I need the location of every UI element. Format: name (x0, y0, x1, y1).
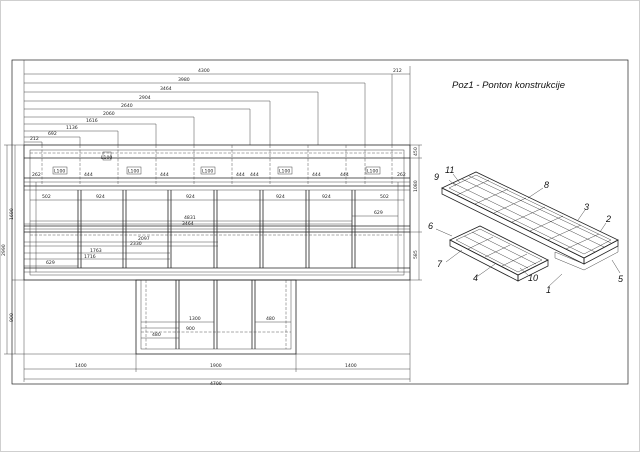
callout-8: 8 (544, 180, 549, 190)
dim-924-3: 924 (276, 194, 285, 200)
dim-1400-right: 1400 (345, 363, 357, 369)
dim-3464: 3464 (160, 86, 172, 92)
dim-900-lower: 900 (186, 326, 195, 332)
callout-6: 6 (428, 221, 433, 231)
middle-dims: 4831 629 3464 2097 2330 1763 1716 629 (24, 210, 398, 267)
dim-2990: 2990 (1, 244, 7, 256)
dim-3464-mid: 3464 (182, 221, 194, 227)
callout-3: 3 (584, 202, 589, 212)
dim-3980: 3980 (178, 77, 190, 83)
callout-1: 1 (546, 285, 551, 295)
dim-444-2: 444 (160, 172, 169, 178)
dim-444-1: 444 (84, 172, 93, 178)
dim-1136: 1136 (66, 125, 78, 131)
dim-2904: 2904 (139, 95, 151, 101)
dim-2640: 2640 (121, 103, 133, 109)
dim-1616: 1616 (86, 118, 98, 124)
dim-444-6: 444 (340, 172, 349, 178)
callout-5: 5 (618, 274, 624, 284)
dim-444-4: 444 (250, 172, 259, 178)
dim-585: 585 (413, 250, 419, 259)
row2-dims: 502 924 924 924 924 502 (30, 194, 404, 201)
dim-480-a: 480 (152, 332, 161, 338)
dim-212-right: 212 (393, 68, 402, 74)
drawing-title: Poz1 - Ponton konstrukcije (452, 80, 565, 91)
drawing-frame (11, 59, 629, 385)
isometric-view (441, 171, 619, 282)
dim-4300: 4300 (198, 68, 210, 74)
dim-212: 212 (30, 136, 39, 142)
left-vertical-dims: 2990 1690 900 (1, 144, 24, 355)
lower-dims: 1300 900 480 480 (141, 316, 291, 339)
dim-1690: 1690 (9, 208, 15, 220)
dim-629-left: 629 (46, 260, 55, 266)
plan-view (23, 144, 411, 355)
dim-2060: 2060 (103, 111, 115, 117)
dim-1900: 1900 (210, 363, 222, 369)
callout-7: 7 (437, 259, 443, 269)
top-dimension-chain: 4300 3980 3464 2904 2640 2060 1616 1136 … (23, 60, 411, 145)
plate-label-6: L100 (101, 155, 112, 161)
dim-1716: 1716 (84, 254, 96, 260)
dim-450: 450 (413, 147, 419, 156)
dim-4700: 4700 (210, 381, 222, 387)
dim-502-right: 502 (380, 194, 389, 200)
bottom-dims: 1400 1900 1400 4700 (23, 354, 411, 387)
plate-label-2: L100 (128, 169, 139, 175)
plate-label-4: L100 (279, 169, 290, 175)
callout-11: 11 (445, 165, 454, 175)
dim-262-a: 262 (32, 172, 41, 178)
cell-spacing-dims: 262 262 444 444 444 444 444 444 (32, 172, 406, 178)
dim-1400-left: 1400 (75, 363, 87, 369)
dim-262-b: 262 (397, 172, 406, 178)
callout-10: 10 (528, 273, 538, 283)
dim-444-5: 444 (312, 172, 321, 178)
dim-4831: 4831 (184, 215, 196, 221)
dim-444-3: 444 (236, 172, 245, 178)
dim-2330: 2330 (130, 241, 142, 247)
dim-1300: 1300 (189, 316, 201, 322)
plate-label-3: L100 (202, 169, 213, 175)
dim-924-1: 924 (96, 194, 105, 200)
dim-502-left: 502 (42, 194, 51, 200)
isometric-callouts: 11 9 8 3 2 6 7 4 10 1 5 (428, 165, 624, 295)
plate-label-1: L100 (54, 169, 65, 175)
right-vertical-dims: 450 1080 585 (410, 144, 422, 281)
callout-2: 2 (605, 214, 611, 224)
dim-692: 692 (48, 131, 57, 137)
dim-924-2: 924 (186, 194, 195, 200)
plate-label-5: L100 (367, 169, 378, 175)
callout-9: 9 (434, 172, 439, 182)
plate-labels: L100 L100 L100 L100 L100 L100 (52, 151, 381, 175)
dim-1080: 1080 (413, 180, 419, 192)
dim-629-right: 629 (374, 210, 383, 216)
dim-924-4: 924 (322, 194, 331, 200)
callout-4: 4 (473, 273, 478, 283)
dim-480-b: 480 (266, 316, 275, 322)
dim-1763: 1763 (90, 248, 102, 254)
dim-900-left: 900 (9, 313, 15, 322)
dim-2097: 2097 (138, 236, 150, 242)
